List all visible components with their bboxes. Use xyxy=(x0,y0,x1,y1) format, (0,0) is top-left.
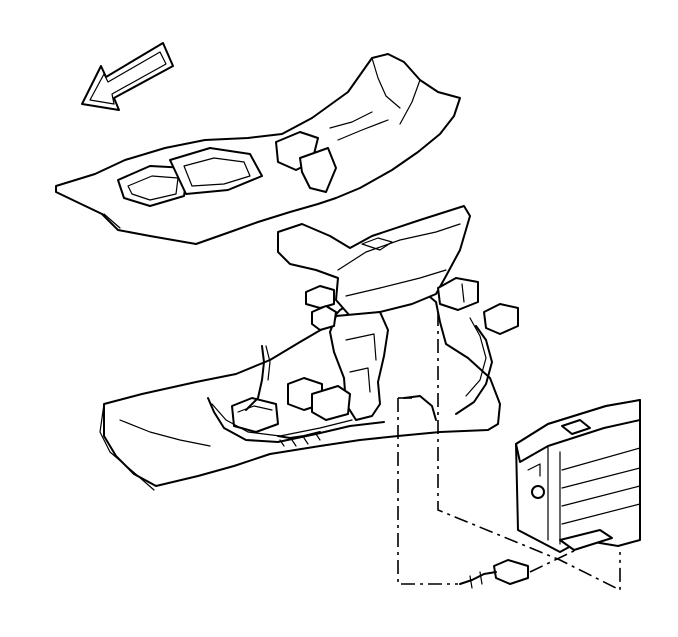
floor-console-trim-cover xyxy=(55,53,461,245)
right-harness-connectors xyxy=(437,277,519,335)
electronic-module xyxy=(515,399,641,553)
left-harness-connectors xyxy=(231,285,351,433)
floor-console-base xyxy=(99,205,519,491)
leader-lines xyxy=(397,312,621,592)
direction-arrow xyxy=(81,42,174,111)
module-connector xyxy=(459,559,529,589)
console-bracket xyxy=(329,311,389,421)
shifter-opening xyxy=(275,131,337,193)
armrest-lid xyxy=(277,205,471,317)
wiring-harness xyxy=(207,317,493,447)
cup-holder-recesses xyxy=(117,147,263,207)
